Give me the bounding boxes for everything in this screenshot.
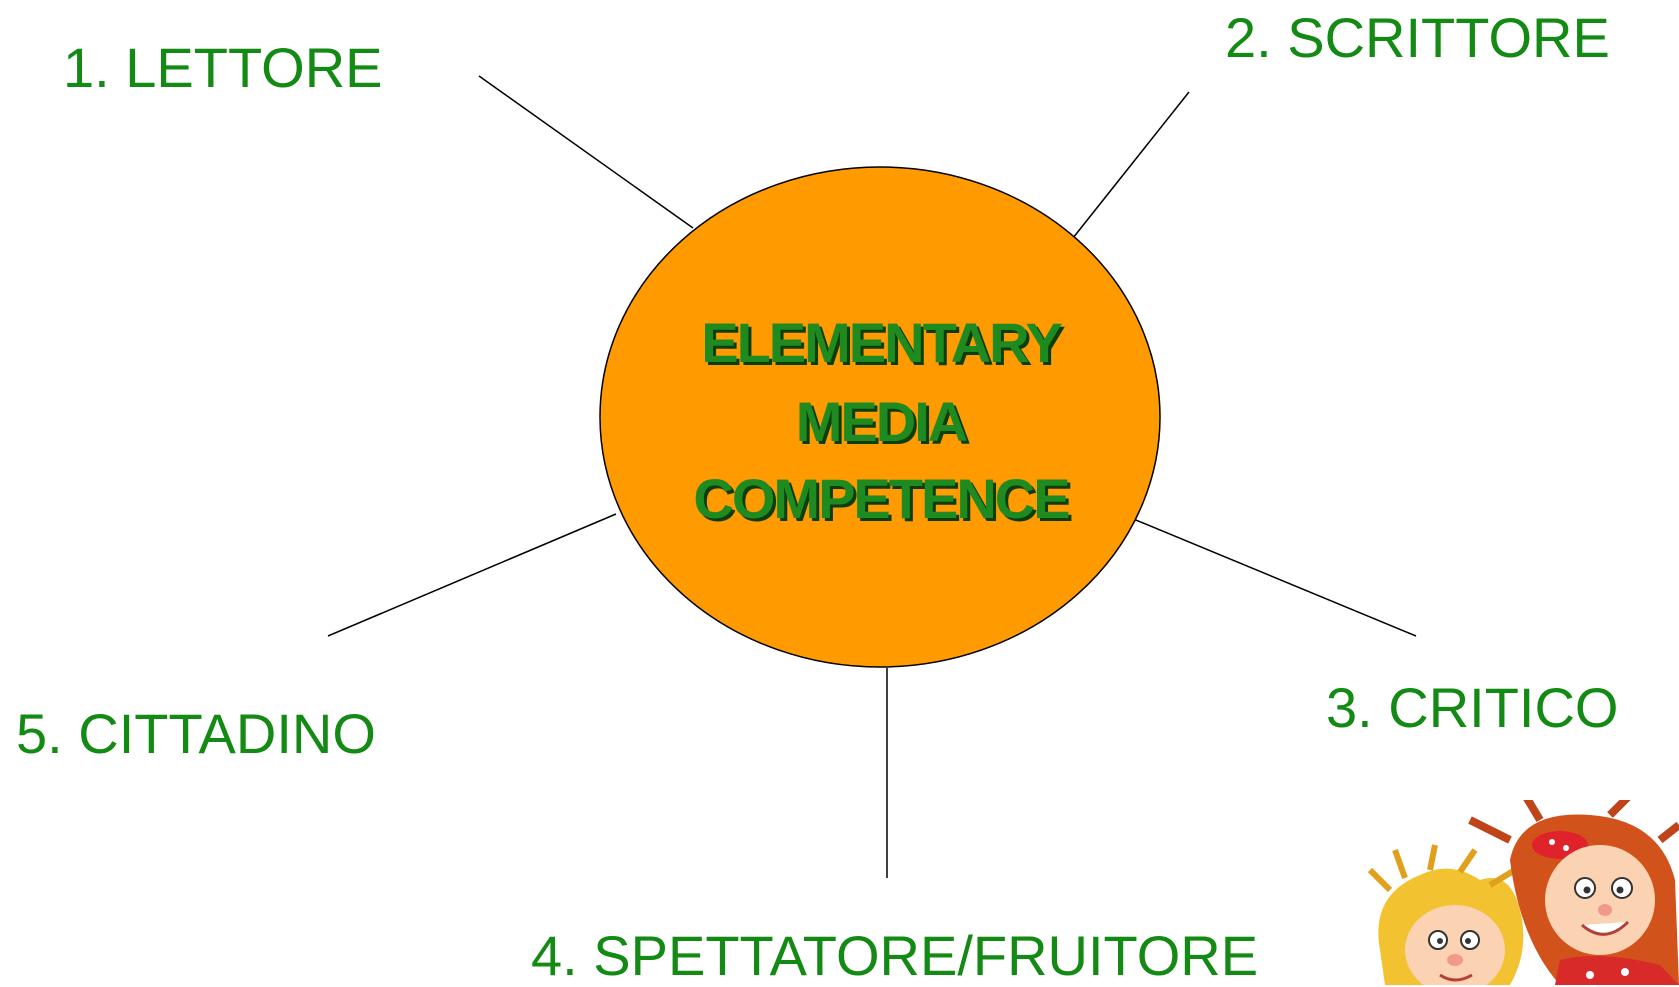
connector-scrittore (1068, 91, 1190, 244)
cartoon-children-illustration (1367, 800, 1679, 985)
center-line-3-shadow: COMPETENCE (696, 470, 1072, 533)
node-critico: 3. CRITICO (1326, 676, 1619, 739)
center-line-1-shadow: ELEMENTARY (704, 314, 1065, 377)
connector-cittadino (327, 513, 617, 637)
node-scrittore: 2. SCRITTORE (1225, 6, 1610, 69)
center-title: ELEMENTARY ELEMENTARY MEDIA MEDIA COMPET… (693, 311, 1074, 533)
node-cittadino: 5. CITTADINO (16, 702, 376, 765)
center-line-2-shadow: MEDIA (799, 393, 970, 456)
center-line-3: COMPETENCE (693, 467, 1069, 530)
connector-critico (1130, 517, 1417, 637)
node-lettore: 1. LETTORE (63, 36, 383, 99)
connector-lettore (478, 75, 694, 229)
center-line-1: ELEMENTARY (701, 311, 1062, 374)
node-spettatore: 4. SPETTATORE/FRUITORE (531, 924, 1259, 987)
center-line-2: MEDIA (796, 390, 967, 453)
center-ellipse (599, 166, 1161, 668)
